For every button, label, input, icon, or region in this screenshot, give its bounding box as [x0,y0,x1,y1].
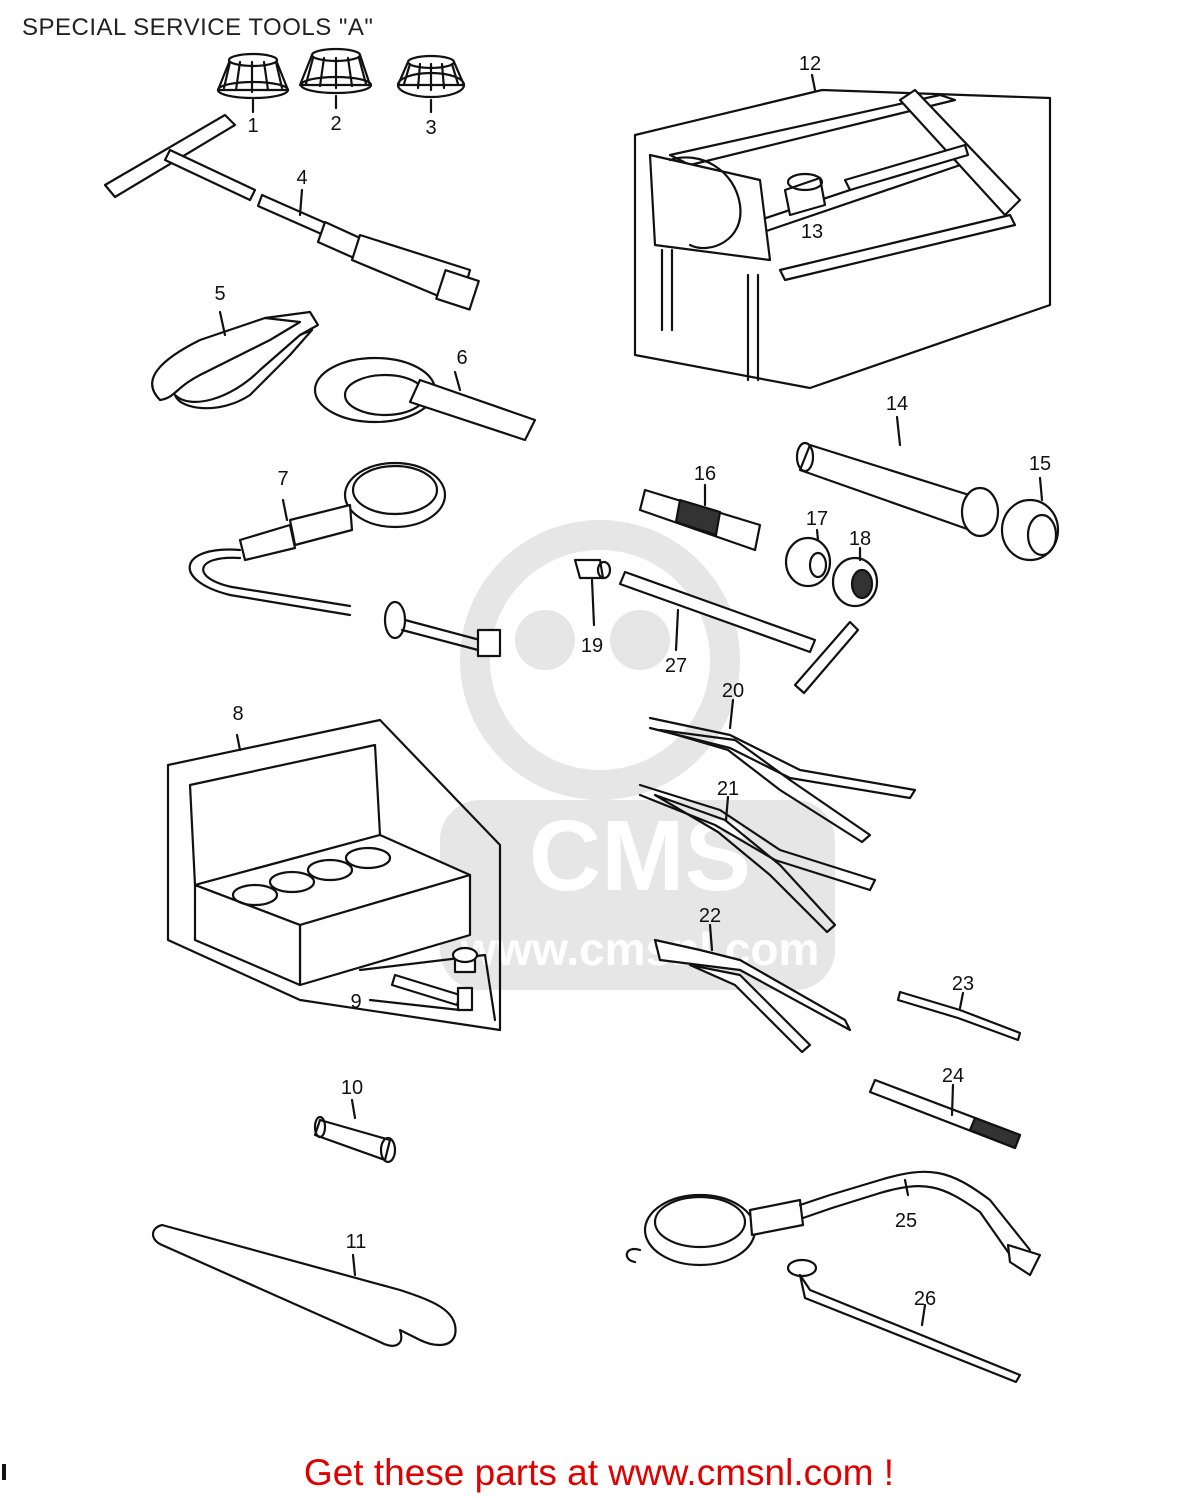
tool-7-compression-gauge [188,461,502,658]
watermark-logo-text: CMS [529,800,751,912]
tool-23-pin-tool [896,990,1022,1042]
tool-14-sleeve [795,415,1000,538]
label-25: 25 [895,1210,917,1232]
label-1: 1 [247,115,258,137]
footer-promo-text: Get these parts at www.cmsnl.com ! [303,1452,895,1493]
tool-1-bearing-cone [216,52,290,114]
tool-8-tool-case [166,718,502,1032]
label-8: 8 [232,703,243,725]
label-4: 4 [296,167,307,189]
label-18: 18 [849,528,871,550]
label-2: 2 [330,113,341,135]
watermark-url-text: www.cmsnl.com [460,923,820,975]
label-15: 15 [1029,453,1051,475]
tool-9-valve-tool [358,946,497,1022]
label-23: 23 [952,973,974,995]
tool-4-t-handle-driver [103,113,480,311]
tool-13-adapter [783,172,827,217]
label-17: 17 [806,508,828,530]
tool-27-t-handle [618,570,860,695]
label-11: 11 [346,1231,367,1253]
label-3: 3 [425,117,436,139]
page-title: SPECIAL SERVICE TOOLS "A" [22,14,374,41]
tool-12-bearing-puller [633,73,1052,390]
tool-26-adapter-hose [786,1258,1022,1384]
tool-2-bearing-cone [298,47,373,110]
tool-19-bit [573,558,612,627]
tool-5-nippers [151,310,320,410]
label-22: 22 [699,905,721,927]
part-labels: 1 2 3 4 5 6 7 8 9 10 11 12 13 14 15 16 1… [214,53,1051,1310]
label-5: 5 [214,283,225,305]
label-26: 26 [914,1288,936,1310]
tool-18-bushing [831,546,879,608]
tool-20-snap-ring-pliers [648,698,917,844]
label-12: 12 [799,53,821,75]
label-21: 21 [717,778,739,800]
tool-22-pliers [653,923,852,1054]
tool-11-hook-spanner [151,1223,457,1347]
tool-17-bushing [784,528,832,588]
label-13: 13 [801,221,823,243]
label-27: 27 [665,655,687,677]
tool-15-cap [1000,476,1060,562]
label-24: 24 [942,1065,964,1087]
label-19: 19 [581,635,603,657]
label-16: 16 [694,463,716,485]
tool-24-threaded-rod [868,1078,1022,1150]
tool-10-socket [313,1098,397,1164]
label-9: 9 [350,991,361,1013]
tool-16-driver [638,483,762,552]
tool-3-bearing-cone [396,54,466,114]
tool-21-snap-ring-pliers [638,783,877,934]
edge-mark [2,1464,6,1480]
tool-25-pressure-gauge [625,1170,1042,1277]
label-20: 20 [722,680,744,702]
tool-6-clutch-holder [313,356,537,442]
label-6: 6 [456,347,467,369]
label-7: 7 [277,468,288,490]
label-14: 14 [886,393,908,415]
cms-watermark-logo: CMS www.cmsnl.com [440,520,835,990]
label-10: 10 [341,1077,363,1099]
